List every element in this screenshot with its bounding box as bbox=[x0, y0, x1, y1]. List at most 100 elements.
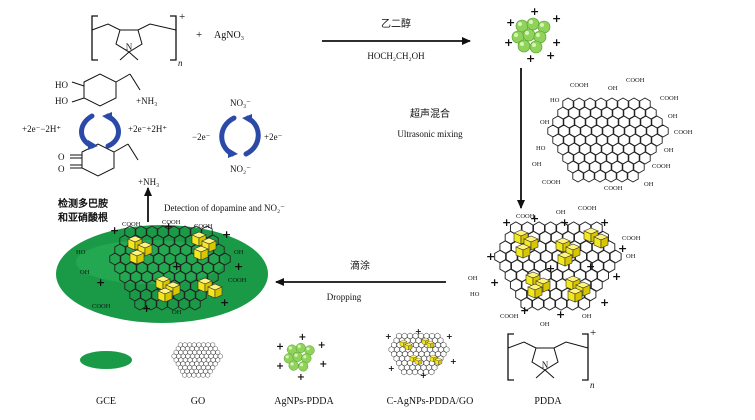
go-sheet: COOH OH COOH COOH OH COOH OH COOH OH COO… bbox=[532, 77, 693, 192]
legend-label-composite: C-AgNPs-PDDA/GO bbox=[387, 396, 474, 407]
go-label-cooh: COOH bbox=[604, 185, 623, 192]
step1-en-label: HOCH₂CH₂OH bbox=[367, 51, 425, 61]
electrode-label-oh: OH bbox=[234, 249, 244, 256]
svg-text:+: + bbox=[546, 49, 555, 62]
electrode-label-ho: HO bbox=[76, 249, 86, 256]
svg-text:+: + bbox=[600, 296, 609, 309]
agno3-label: AgNO₃ bbox=[214, 30, 244, 41]
legend-label-pdda: PDDA bbox=[534, 396, 562, 407]
electrode-label-oh: OH bbox=[172, 309, 182, 316]
electrode-label-cooh: COOH bbox=[162, 219, 181, 226]
dopamine-structure bbox=[72, 74, 140, 106]
quinone-amine: +NH₃ bbox=[138, 177, 159, 187]
svg-text:+: + bbox=[420, 371, 427, 380]
quinone-o-1: O bbox=[58, 152, 65, 162]
svg-text:+: + bbox=[142, 302, 151, 315]
legend-pdda-icon: N + n bbox=[508, 327, 596, 390]
composite-label-cooh: COOH bbox=[500, 313, 519, 320]
svg-text:+: + bbox=[504, 36, 513, 49]
agnp-cluster-top: +++ ++++ bbox=[504, 5, 561, 65]
go-label-cooh: COOH bbox=[542, 179, 561, 186]
nitrate-label: NO₃⁻ bbox=[230, 98, 251, 108]
svg-text:+: + bbox=[526, 52, 535, 65]
svg-text:+: + bbox=[490, 276, 499, 289]
svg-text:+: + bbox=[172, 260, 181, 273]
step2-cn-label: 超声混合 bbox=[410, 107, 450, 120]
composite-label-cooh: COOH bbox=[516, 213, 535, 220]
legend-label-gce: GCE bbox=[96, 396, 116, 407]
svg-text:+: + bbox=[546, 262, 555, 275]
dopamine-amine: +NH₃ bbox=[136, 96, 157, 106]
detection-en-label: Detection of dopamine and NO₂⁻ bbox=[164, 203, 285, 213]
composite-label-oh: OH bbox=[540, 321, 550, 328]
composite-label-oh: OH bbox=[582, 313, 592, 320]
go-label-cooh: COOH bbox=[660, 95, 679, 102]
svg-text:N: N bbox=[542, 360, 549, 370]
svg-text:+: + bbox=[222, 228, 231, 241]
pdda-subscript-n: n bbox=[178, 58, 183, 68]
svg-text:+: + bbox=[552, 12, 561, 25]
go-label-ho: HO bbox=[536, 145, 546, 152]
step3-en-label: Dropping bbox=[327, 292, 362, 302]
go-label-oh: OH bbox=[668, 113, 678, 120]
dopamine-redox-right: +2e⁻+2H⁺ bbox=[128, 124, 167, 134]
quinone-o-2: O bbox=[58, 164, 65, 174]
step2-en-label: Ultrasonic mixing bbox=[397, 129, 463, 139]
go-label-cooh: COOH bbox=[626, 77, 645, 84]
electrode-label-cooh: COOH bbox=[228, 277, 247, 284]
composite-label-ho: HO bbox=[470, 291, 480, 298]
legend-label-go: GO bbox=[191, 396, 205, 407]
svg-text:+: + bbox=[318, 340, 326, 351]
svg-text:+: + bbox=[506, 16, 515, 29]
svg-text:+: + bbox=[276, 361, 284, 372]
step3-cn-label: 滴涂 bbox=[350, 259, 370, 272]
svg-text:+: + bbox=[560, 216, 569, 229]
svg-text:+: + bbox=[385, 332, 392, 341]
legend-pdda-n: n bbox=[590, 380, 595, 390]
svg-text:+: + bbox=[446, 332, 453, 341]
go-label-cooh: COOH bbox=[652, 163, 671, 170]
go-label-ho: HO bbox=[550, 97, 560, 104]
legend-go-icon bbox=[172, 342, 223, 377]
go-label-oh: OH bbox=[540, 119, 550, 126]
dopaminequinone-structure bbox=[70, 144, 138, 176]
svg-text:+: + bbox=[276, 342, 284, 353]
electrode-label-cooh: COOH bbox=[122, 221, 141, 228]
go-label-oh: OH bbox=[532, 161, 542, 168]
detection-cn-line2: 和亚硝酸根 bbox=[57, 211, 108, 224]
nitrite-plus-2e: +2e⁻ bbox=[264, 132, 283, 142]
go-label-oh: OH bbox=[608, 85, 618, 92]
svg-text:+: + bbox=[96, 276, 105, 289]
legend-agnp-icon: +++ +++ bbox=[276, 332, 327, 383]
nitrite-label: NO₂⁻ bbox=[230, 164, 251, 174]
svg-text:+: + bbox=[520, 304, 529, 317]
step1-cn-label: 乙二醇 bbox=[381, 17, 411, 30]
legend-gce-icon bbox=[80, 351, 132, 369]
svg-text:+: + bbox=[612, 270, 621, 283]
composite-label-cooh: COOH bbox=[622, 235, 641, 242]
electrode-label-cooh: COOH bbox=[194, 223, 213, 230]
composite-structure: ++++ ++++ +++++ COOH OH COOH COOH OH OH … bbox=[468, 205, 641, 328]
electrode-label-oh: OH bbox=[80, 269, 90, 276]
svg-text:+: + bbox=[530, 5, 539, 18]
svg-text:+: + bbox=[319, 359, 327, 370]
modified-electrode: +++ +++ ++ COOH COOH COOH HO OH OH COOH … bbox=[56, 219, 268, 323]
legend-label-agnps-pdda: AgNPs-PDDA bbox=[274, 396, 334, 407]
pdda-charge: + bbox=[179, 11, 185, 23]
svg-text:+: + bbox=[234, 260, 243, 273]
go-label-cooh: COOH bbox=[674, 129, 693, 136]
svg-text:+: + bbox=[556, 308, 565, 321]
dopamine-redox-arrows bbox=[82, 112, 119, 150]
svg-text:+: + bbox=[586, 260, 595, 273]
svg-text:+: + bbox=[486, 250, 495, 263]
legend-composite-icon: +++ +++ bbox=[385, 327, 457, 380]
svg-text:+: + bbox=[552, 36, 561, 49]
pdda-n-atom: N bbox=[126, 42, 133, 52]
nitrite-redox-arrows bbox=[222, 114, 259, 158]
plus-sign: + bbox=[196, 29, 202, 41]
svg-text:+: + bbox=[450, 357, 457, 366]
dopamine-oh-2: HO bbox=[55, 96, 68, 106]
svg-text:+: + bbox=[297, 372, 305, 383]
